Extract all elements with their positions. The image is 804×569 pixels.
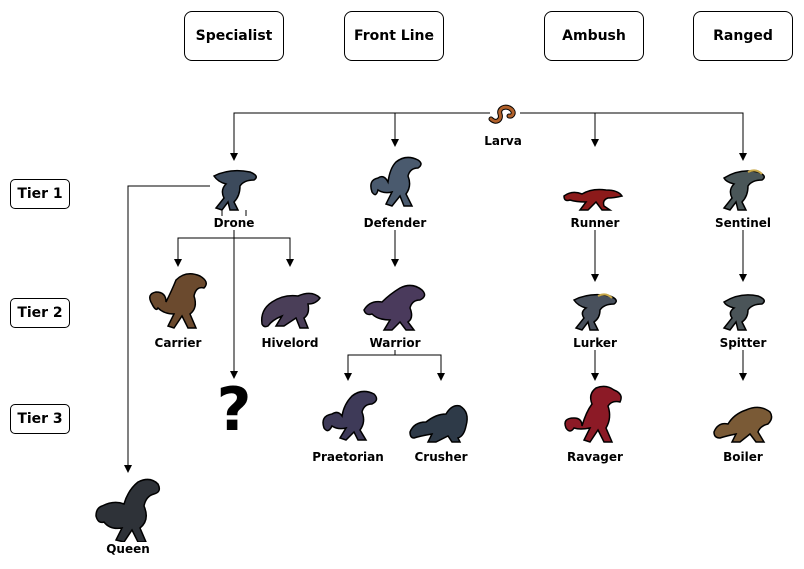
role-front-line: Front Line	[344, 11, 444, 61]
carrier-icon	[149, 273, 207, 329]
queen-icon	[95, 478, 161, 543]
drone-to-hivelord-line	[234, 237, 294, 267]
drone-icon	[212, 169, 257, 211]
node-larva: Larva	[482, 134, 524, 148]
node-crusher: Crusher	[412, 450, 470, 464]
drone-to-carrier-line	[174, 230, 235, 267]
boiler-icon	[713, 406, 773, 443]
node-hivelord: Hivelord	[259, 336, 321, 350]
praetorian-icon	[322, 390, 378, 441]
hivelord-icon	[260, 292, 321, 329]
node-lurker: Lurker	[571, 336, 619, 350]
node-praetorian: Praetorian	[310, 450, 386, 464]
lurker-icon	[572, 293, 617, 331]
node-defender: Defender	[361, 216, 429, 230]
larva-to-drone-line	[230, 112, 490, 161]
crusher-icon	[409, 404, 468, 443]
sentinel-icon	[722, 169, 765, 211]
drone-to-queen-line	[124, 185, 210, 473]
node-carrier: Carrier	[152, 336, 204, 350]
warrior-icon	[363, 284, 426, 331]
tier-1-label: Tier 1	[10, 179, 70, 209]
node-runner: Runner	[568, 216, 622, 230]
node-ravager: Ravager	[565, 450, 625, 464]
node-sentinel: Sentinel	[713, 216, 773, 230]
node-warrior: Warrior	[367, 336, 423, 350]
larva-icon	[488, 104, 516, 124]
tier-3-label: Tier 3	[10, 404, 70, 434]
role-ambush: Ambush	[544, 11, 644, 61]
runner-icon	[563, 188, 624, 211]
spitter-icon	[722, 294, 765, 331]
unknown-evolution-mark: ?	[216, 375, 252, 445]
ravager-icon	[564, 385, 622, 443]
warrior-to-crusher-line	[395, 354, 445, 381]
tier-2-label: Tier 2	[10, 298, 70, 328]
node-drone: Drone	[211, 216, 257, 230]
larva-to-runner-line	[520, 112, 599, 147]
warrior-to-praetorian-line	[344, 350, 396, 381]
larva-to-sentinel-line	[595, 112, 747, 161]
defender-icon	[370, 156, 422, 207]
node-queen: Queen	[104, 542, 152, 556]
role-ranged: Ranged	[693, 11, 793, 61]
node-boiler: Boiler	[721, 450, 765, 464]
role-specialist: Specialist	[184, 11, 284, 61]
node-spitter: Spitter	[717, 336, 769, 350]
